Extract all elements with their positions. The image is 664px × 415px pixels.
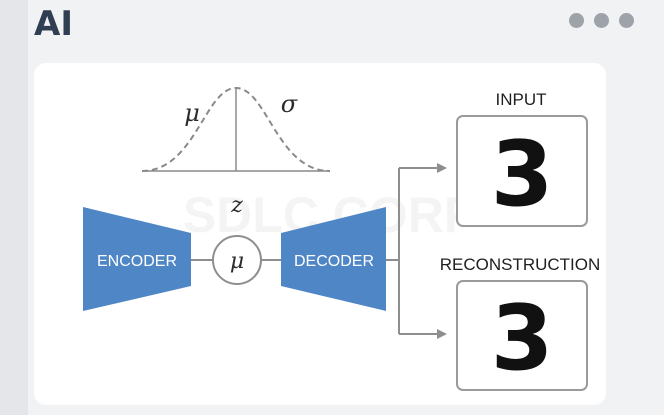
z-label: z — [230, 193, 243, 218]
mu-label: μ — [184, 99, 200, 127]
window-control-dot[interactable] — [569, 13, 584, 28]
decoder-label: DECODER — [294, 253, 374, 270]
window-control-dot[interactable] — [594, 13, 609, 28]
reconstruction-digit: 3 — [491, 286, 554, 391]
input-digit: 3 — [491, 122, 554, 227]
brand-logo: AI — [34, 4, 73, 44]
input-label: INPUT — [496, 90, 547, 109]
reconstruction-image-box — [456, 280, 588, 391]
encoder-block — [83, 207, 191, 311]
reconstruction-label: RECONSTRUCTION — [440, 255, 601, 274]
latent-node-label: μ — [230, 249, 244, 274]
decoder-block — [281, 207, 386, 311]
window-controls — [569, 13, 634, 28]
input-image-box — [456, 115, 588, 227]
sigma-label: σ — [281, 90, 298, 118]
gaussian-distribution: μ σ — [141, 86, 331, 172]
output-branches — [386, 163, 447, 339]
gaussian-curve — [141, 86, 331, 172]
encoder-label: ENCODER — [97, 253, 177, 270]
window-control-dot[interactable] — [619, 13, 634, 28]
